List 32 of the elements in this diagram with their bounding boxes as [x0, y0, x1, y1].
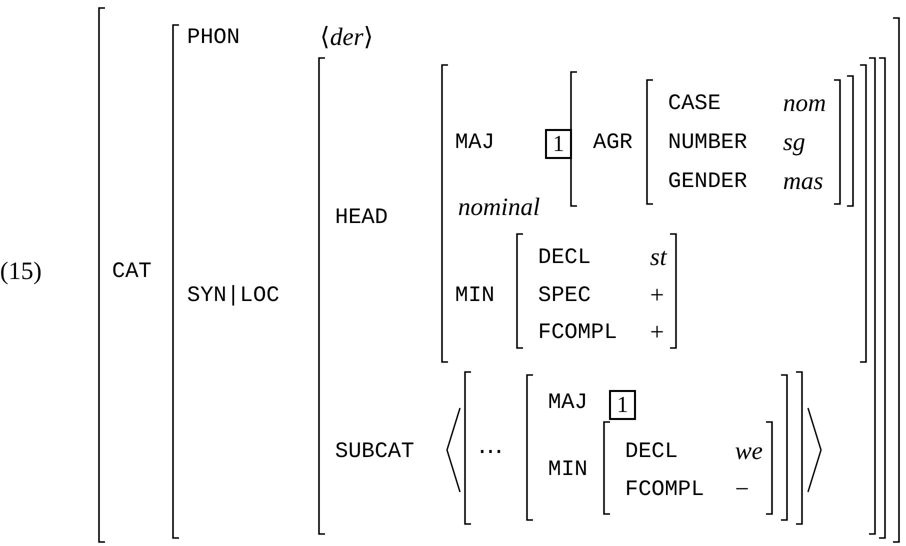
feature-name: GENDER — [668, 168, 748, 196]
feature-value: we — [735, 438, 763, 466]
feature-value: mas — [783, 168, 824, 196]
feature-name: MIN — [455, 282, 495, 310]
tag-box: 1 — [545, 129, 572, 159]
feature-path: SYN|LOC — [187, 282, 280, 310]
feature-name: NUMBER — [668, 129, 748, 157]
feature-value: − — [735, 476, 750, 504]
feature-name: FCOMPL — [538, 319, 618, 347]
feature-name: DECL — [625, 438, 678, 466]
feature-name: SUBCAT — [335, 438, 414, 466]
feature-name: SPEC — [538, 282, 591, 310]
feature-value: ⟨der⟩ — [320, 24, 374, 52]
tag-box: 1 — [609, 390, 636, 420]
feature-value: st — [650, 244, 667, 272]
feature-name: FCOMPL — [625, 476, 704, 504]
feature-name: AGR — [593, 129, 633, 157]
feature-name: PHON — [187, 24, 240, 52]
feature-name: CAT — [112, 258, 152, 286]
feature-value: sg — [783, 129, 806, 157]
feature-name: MIN — [548, 456, 588, 484]
feature-value: + — [650, 319, 664, 347]
feature-value: nom — [783, 90, 826, 118]
feature-value: + — [650, 282, 664, 310]
type-label: nominal — [458, 194, 540, 222]
feature-name: HEAD — [335, 204, 388, 232]
example-number: (15) — [0, 258, 42, 286]
feature-name: MAJ — [548, 389, 588, 417]
ellipsis: ⋯ — [478, 438, 503, 466]
feature-name: MAJ — [455, 129, 495, 157]
feature-name: CASE — [668, 90, 721, 118]
feature-name: DECL — [538, 244, 591, 272]
